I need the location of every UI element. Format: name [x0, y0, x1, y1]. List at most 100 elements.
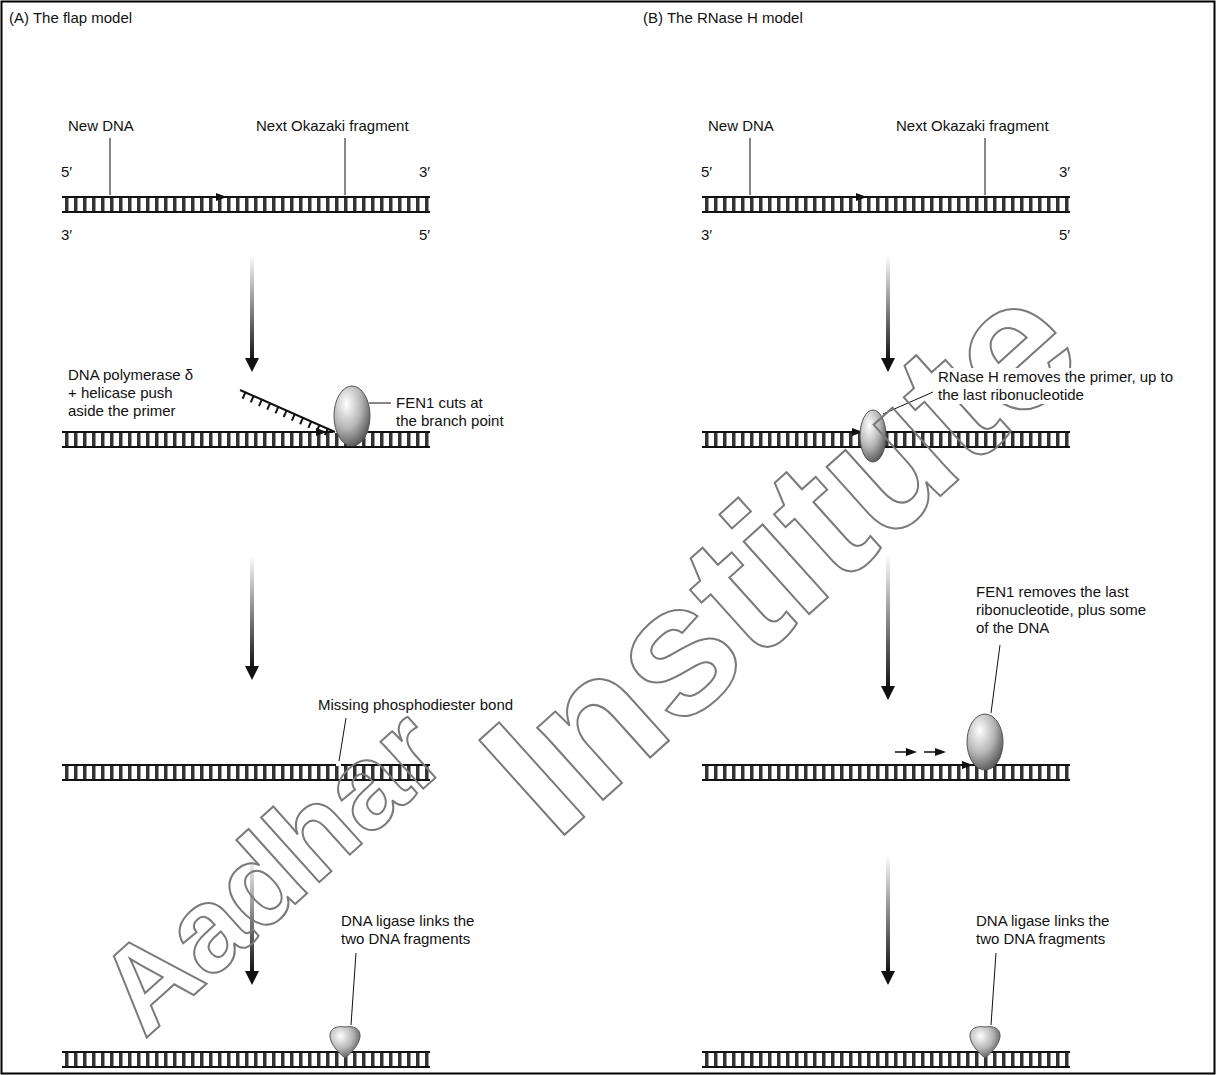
- base-pair: [65, 766, 69, 779]
- new-strand: [702, 196, 1070, 198]
- base-pair: [723, 1053, 727, 1066]
- base-pair: [308, 198, 312, 211]
- base-pair: [813, 766, 817, 779]
- base-pair: [182, 1053, 186, 1066]
- base-pair: [92, 433, 96, 446]
- base-pair: [65, 433, 69, 446]
- base-pair: [741, 766, 745, 779]
- base-pair: [290, 1053, 294, 1066]
- new-strand: [62, 196, 430, 198]
- base-pair: [993, 766, 997, 779]
- leader-line: [985, 138, 986, 195]
- base-pair: [705, 1053, 709, 1066]
- strand-arrowhead: [856, 193, 867, 201]
- base-pair: [867, 1053, 871, 1066]
- base-pair: [822, 766, 826, 779]
- base-pair: [389, 1053, 393, 1066]
- base-pair: [714, 433, 718, 446]
- template-strand: [702, 211, 1070, 213]
- base-pair: [1002, 198, 1006, 211]
- base-pair: [894, 766, 898, 779]
- flap-base: [267, 403, 270, 409]
- base-pair: [173, 1053, 177, 1066]
- fen1-enzyme: [334, 386, 370, 446]
- base-pair: [777, 198, 781, 211]
- base-pair: [101, 766, 105, 779]
- base-pair: [146, 1053, 150, 1066]
- base-pair: [74, 766, 78, 779]
- base-pair: [200, 1053, 204, 1066]
- flap-base: [243, 392, 246, 398]
- callout-text: Missing phosphodiester bond: [317, 696, 514, 714]
- strand-arrowhead: [906, 748, 917, 756]
- base-pair: [101, 433, 105, 446]
- base-pair: [804, 198, 808, 211]
- base-pair: [128, 766, 132, 779]
- base-pair: [777, 1053, 781, 1066]
- base-pair: [191, 198, 195, 211]
- leader-line: [991, 953, 996, 1025]
- base-pair: [407, 1053, 411, 1066]
- arrow-head: [881, 686, 895, 700]
- base-pair: [137, 766, 141, 779]
- base-pair: [759, 433, 763, 446]
- base-pair: [182, 198, 186, 211]
- flap-base: [300, 418, 303, 424]
- base-pair: [155, 198, 159, 211]
- base-pair: [768, 1053, 772, 1066]
- template-strand: [62, 1066, 430, 1068]
- base-pair: [317, 1053, 321, 1066]
- base-pair: [416, 1053, 420, 1066]
- base-pair: [786, 766, 790, 779]
- base-pair: [876, 1053, 880, 1066]
- new-strand: [702, 764, 1070, 766]
- base-pair: [236, 433, 240, 446]
- arrow-shaft: [250, 255, 254, 360]
- step-arrow: [245, 255, 259, 372]
- base-pair: [813, 198, 817, 211]
- strand-arrowhead: [216, 193, 227, 201]
- dna-duplex: [702, 1052, 1070, 1067]
- base-pair: [128, 433, 132, 446]
- base-pair: [236, 198, 240, 211]
- watermark: Aadhar: [76, 687, 464, 1053]
- base-pair: [903, 1053, 907, 1066]
- base-pair: [173, 198, 177, 211]
- base-pair: [1065, 766, 1069, 779]
- base-pair: [759, 198, 763, 211]
- callout-text: DNA polymerase δ + helicase push aside t…: [67, 366, 199, 420]
- base-pair: [362, 1053, 366, 1066]
- base-pair: [750, 433, 754, 446]
- base-pair: [164, 198, 168, 211]
- base-pair: [425, 433, 429, 446]
- callout-text: RNase H removes the primer, up to the la…: [937, 368, 1181, 404]
- base-pair: [74, 433, 78, 446]
- strand-label: Next Okazaki fragment: [255, 117, 410, 135]
- base-pair: [308, 1053, 312, 1066]
- base-pair: [209, 766, 213, 779]
- base-pair: [858, 766, 862, 779]
- base-pair: [299, 198, 303, 211]
- base-pair: [903, 198, 907, 211]
- base-pair: [705, 766, 709, 779]
- callout-text: FEN1 cuts at the branch point: [395, 394, 507, 430]
- template-strand: [62, 211, 430, 213]
- callout-text: DNA ligase links the two DNA fragments: [975, 912, 1125, 948]
- base-pair: [1056, 198, 1060, 211]
- base-pair: [398, 433, 402, 446]
- base-pair: [110, 433, 114, 446]
- base-pair: [1047, 766, 1051, 779]
- base-pair: [110, 1053, 114, 1066]
- base-pair: [732, 433, 736, 446]
- template-strand: [62, 446, 430, 448]
- base-pair: [966, 198, 970, 211]
- base-pair: [930, 198, 934, 211]
- base-pair: [398, 1053, 402, 1066]
- base-pair: [759, 1053, 763, 1066]
- base-pair: [65, 1053, 69, 1066]
- base-pair: [1038, 1053, 1042, 1066]
- base-pair: [975, 1053, 979, 1066]
- leader-line: [351, 953, 356, 1025]
- base-pair: [993, 198, 997, 211]
- base-pair: [146, 433, 150, 446]
